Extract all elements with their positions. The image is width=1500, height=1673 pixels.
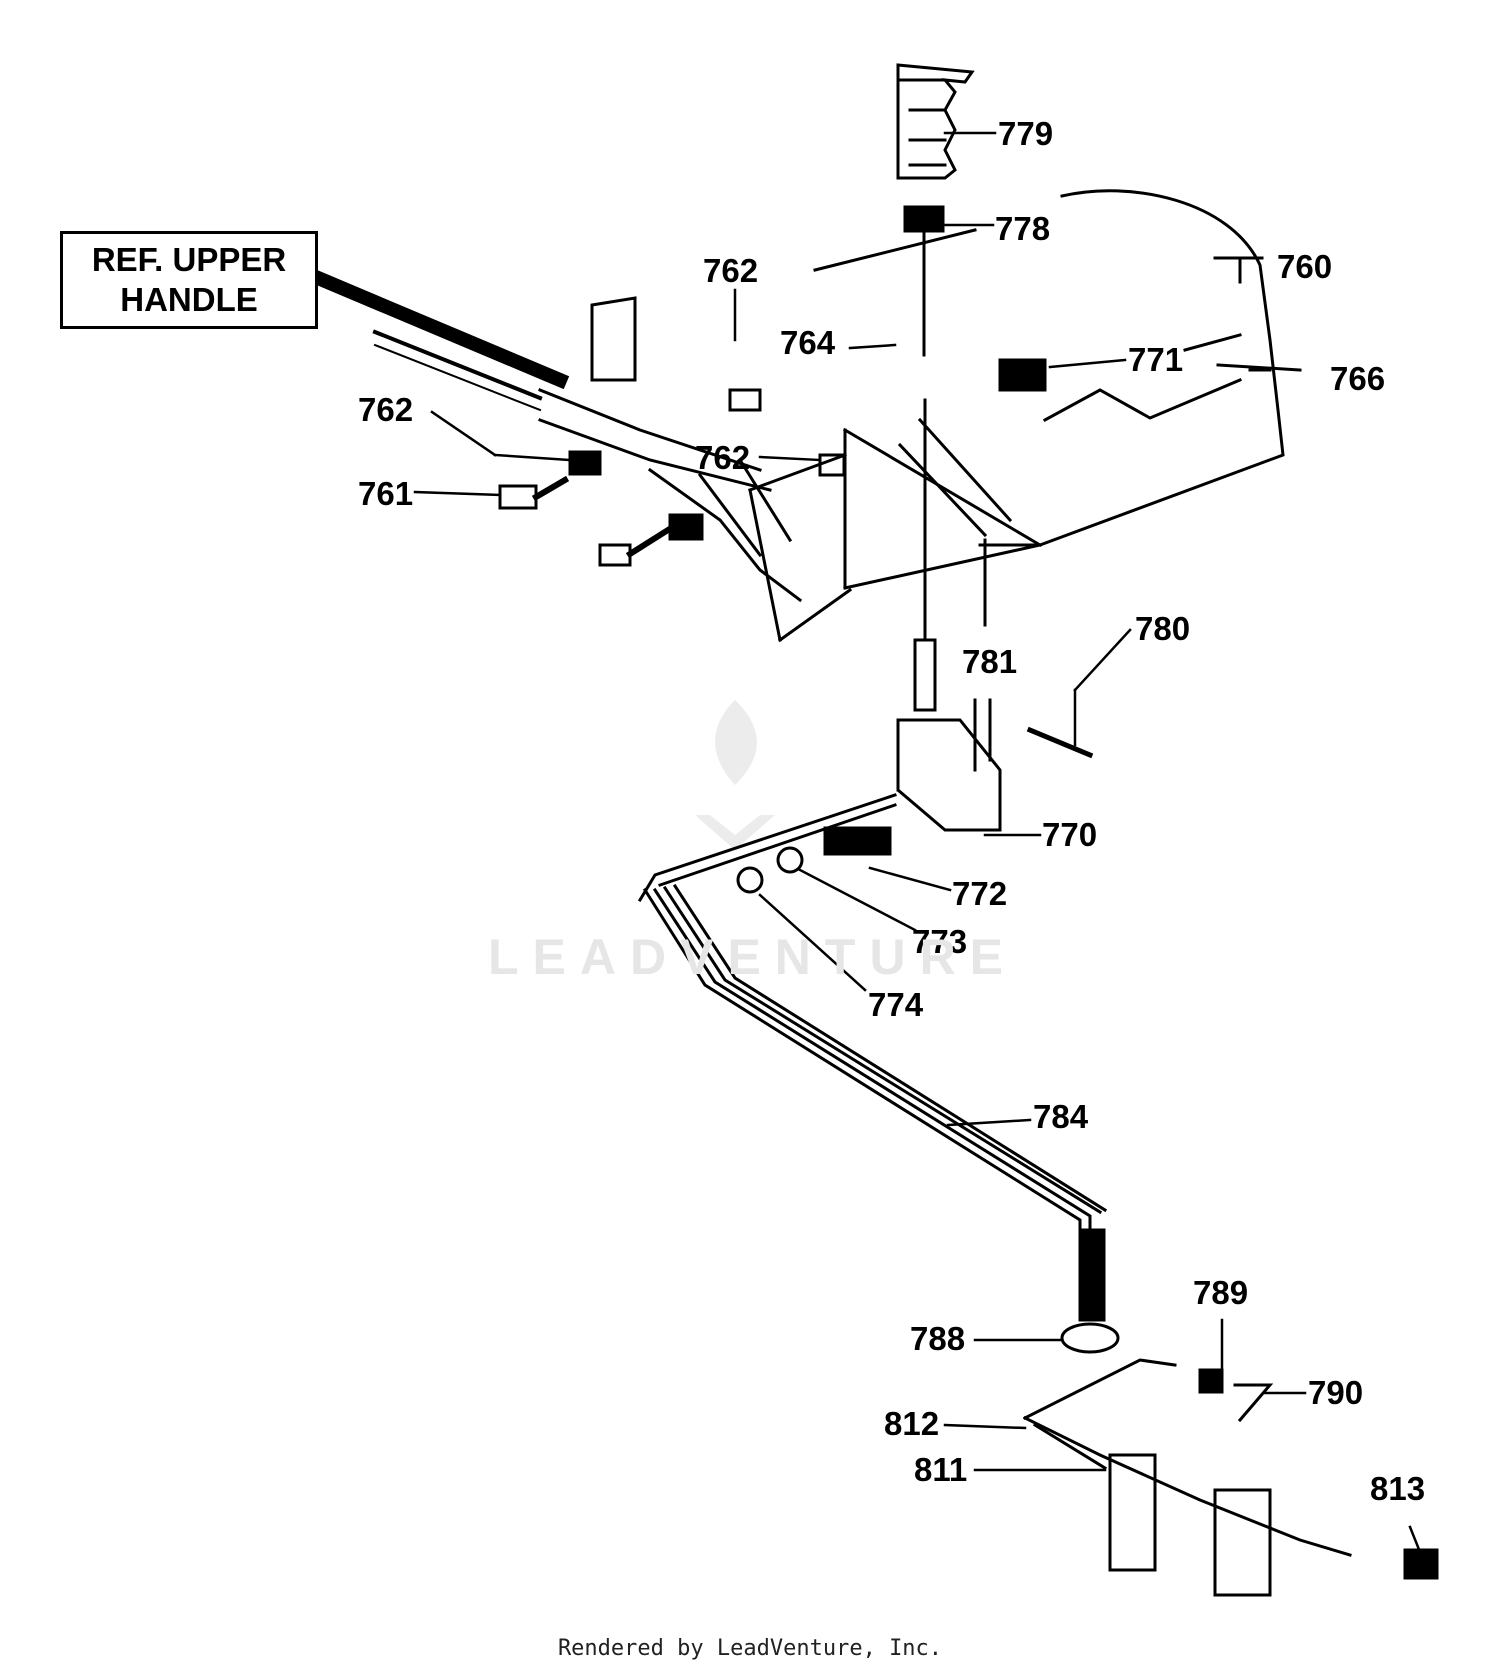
pivot-block-770 (896, 698, 1094, 832)
control-housing-760 (748, 189, 1302, 643)
callout-771: 771 (1128, 341, 1184, 378)
callout-789: 789 (1193, 1274, 1249, 1311)
leader-lines (413, 131, 1422, 1554)
callout-770: 770 (1042, 816, 1098, 853)
lever-arm (637, 793, 897, 903)
callout-780: 780 (1135, 610, 1191, 647)
ref-box-line1: REF. UPPER (91, 241, 287, 278)
callout-790: 790 (1308, 1374, 1364, 1411)
callout-788: 788 (910, 1320, 966, 1357)
callout-764: 764 (780, 324, 836, 361)
handle-bracket (538, 296, 803, 603)
bushing-778 (903, 205, 945, 233)
callout-762-mid: 762 (695, 439, 751, 476)
fasteners-left (498, 358, 1047, 567)
ref-upper-handle-box: REF. UPPER HANDLE (60, 231, 318, 329)
callout-761: 761 (358, 475, 414, 512)
ref-box-line2: HANDLE (120, 281, 258, 318)
callout-762-left: 762 (358, 391, 414, 428)
callout-762-top: 762 (703, 252, 759, 289)
callout-811: 811 (914, 1451, 968, 1488)
callout-766: 766 (1330, 360, 1386, 397)
callout-772: 772 (952, 875, 1008, 912)
control-rod-784 (642, 883, 1108, 1322)
callout-778: 778 (995, 210, 1051, 247)
callout-813: 813 (1370, 1470, 1426, 1507)
callout-773: 773 (912, 923, 968, 960)
footer-credit: Rendered by LeadVenture, Inc. (557, 1636, 943, 1661)
watermark-logo (695, 700, 775, 850)
spring-779 (896, 63, 975, 180)
callout-774: 774 (868, 986, 924, 1023)
callout-812: 812 (884, 1405, 940, 1442)
callout-779: 779 (998, 115, 1054, 152)
watermark-text: LEADVENTURE (488, 929, 1018, 985)
upper-handle-rod (308, 268, 570, 412)
lower-linkage (1022, 1322, 1439, 1597)
callout-760: 760 (1277, 248, 1333, 285)
callout-784: 784 (1033, 1098, 1089, 1135)
callout-781: 781 (962, 643, 1018, 680)
